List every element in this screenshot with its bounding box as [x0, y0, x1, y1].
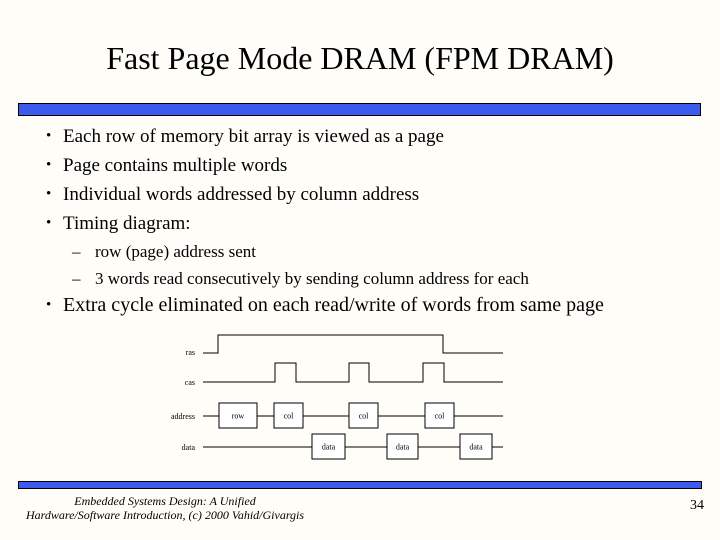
dash-marker: – [72, 269, 81, 288]
page-number: 34 [690, 498, 704, 513]
bullet-item: • Individual words addressed by column a… [0, 180, 720, 209]
bullet-item: • Each row of memory bit array is viewed… [0, 122, 720, 151]
address-value-box [348, 402, 379, 429]
bullet-text: Timing diagram: [63, 213, 191, 234]
sub-bullet-item: – 3 words read consecutively by sending … [0, 265, 720, 292]
dash-marker: – [72, 242, 81, 261]
bullet-text: Extra cycle eliminated on each read/writ… [63, 294, 604, 316]
bullet-marker: • [46, 157, 52, 173]
sub-bullet-item: – row (page) address sent [0, 238, 720, 265]
bullet-text: Each row of memory bit array is viewed a… [63, 126, 444, 147]
data-signal-label: data [182, 443, 196, 452]
address-value-box [218, 402, 258, 429]
address-value-label: col [359, 412, 370, 421]
data-value-box [386, 433, 419, 460]
address-value-box [273, 402, 304, 429]
bullet-marker: • [46, 297, 52, 313]
footer-credit: Embedded Systems Design: A Unified Hardw… [0, 494, 330, 522]
bullet-marker: • [46, 186, 52, 202]
data-value-box [459, 433, 493, 460]
address-value-label: col [284, 412, 295, 421]
address-signal-label: address [171, 412, 195, 421]
data-value-label: data [396, 443, 410, 452]
bullet-text: Page contains multiple words [63, 155, 288, 176]
slide-title: Fast Page Mode DRAM (FPM DRAM) [106, 40, 614, 76]
ras-signal-label: ras [186, 348, 195, 357]
cas-waveform [203, 362, 503, 383]
data-value-box [311, 433, 346, 460]
ras-waveform [203, 334, 503, 354]
bullet-item: • Timing diagram: [0, 209, 720, 238]
data-value-label: data [469, 443, 483, 452]
bullet-item: • Page contains multiple words [0, 151, 720, 180]
footer-line1: Embedded Systems Design: A Unified [74, 494, 256, 508]
address-value-label: col [435, 412, 446, 421]
sub-bullet-list: – row (page) address sent – 3 words read… [0, 238, 720, 292]
bullet-item: • Extra cycle eliminated on each read/wr… [0, 291, 720, 319]
address-value-box [424, 402, 455, 429]
top-divider-bar [18, 103, 701, 116]
sub-bullet-text: 3 words read consecutively by sending co… [95, 269, 529, 288]
bullet-text: Individual words addressed by column add… [63, 184, 420, 205]
cas-signal-label: cas [185, 378, 195, 387]
address-value-label: row [232, 412, 245, 421]
data-value-label: data [322, 443, 336, 452]
bullet-marker: • [46, 128, 52, 144]
bullet-list-main: • Each row of memory bit array is viewed… [0, 122, 720, 238]
footer-line2: Hardware/Software Introduction, (c) 2000… [25, 508, 305, 522]
bottom-divider-bar [18, 481, 702, 489]
sub-bullet-text: row (page) address sent [95, 242, 256, 261]
closing-bullet-list: • Extra cycle eliminated on each read/wr… [0, 291, 720, 319]
bullet-marker: • [46, 215, 52, 231]
